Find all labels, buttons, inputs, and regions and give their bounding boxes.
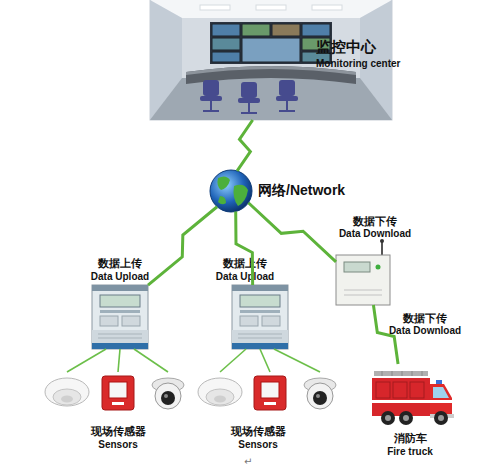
sensor-wire	[260, 349, 270, 372]
truck-label-en: Fire truck	[364, 446, 456, 458]
sensor-wire	[118, 349, 120, 372]
wireless-link	[248, 203, 336, 262]
manual-call-point	[102, 376, 134, 410]
lightning-bolt	[236, 211, 253, 285]
sensor-group: 现场传感器Sensors	[40, 372, 190, 422]
center-title: 监控中心	[316, 38, 376, 55]
upload-label: 数据上传	[74, 257, 166, 270]
fire-truck-drawing	[372, 371, 454, 425]
camera	[304, 378, 336, 409]
upload-label: 数据上传	[199, 257, 291, 270]
alarm-panel: 数据上传Data Upload	[232, 285, 288, 349]
lightning-bolt	[148, 207, 217, 285]
wireless-transmitter: 数据下传Data Download	[336, 255, 390, 305]
download-label-en: Data Download	[379, 325, 471, 337]
globe	[210, 170, 252, 212]
sensor-wire	[67, 349, 106, 372]
monitoring-center: 监控中心Monitoring center	[150, 0, 392, 120]
sensor-wiring	[220, 349, 320, 372]
fire-truck: 消防车Fire truck	[368, 364, 454, 426]
sensor-wire	[274, 349, 320, 372]
truck-label: 消防车	[364, 432, 456, 445]
return-mark: ↵	[244, 456, 252, 468]
upload-label-en: Data Upload	[199, 271, 291, 283]
fire-alarm-panel	[92, 285, 148, 349]
sensor-label: 现场传感器	[72, 425, 164, 438]
wireless-link	[237, 120, 253, 171]
sensor-group: 现场传感器Sensors	[198, 372, 338, 422]
sensor-label-en: Sensors	[72, 439, 164, 451]
fire-alarm-panel	[232, 285, 288, 349]
sensor-wiring	[67, 349, 168, 372]
download-label-en: Data Download	[329, 228, 421, 240]
center-title-en: Monitoring center	[316, 58, 400, 70]
download-label: 数据下传	[329, 215, 421, 228]
upload-label-en: Data Upload	[74, 271, 166, 283]
smoke-detector	[198, 378, 242, 406]
wireless-link	[148, 207, 217, 285]
lightning-bolt	[248, 203, 336, 262]
sensor-label: 现场传感器	[212, 425, 304, 438]
network-label: 网络/Network	[258, 182, 345, 198]
manual-call-point	[254, 376, 286, 410]
sensor-wire	[220, 349, 246, 372]
wireless-transmitter	[336, 239, 390, 305]
smoke-detector	[45, 378, 89, 406]
wireless-link	[236, 211, 253, 285]
lightning-bolt	[237, 120, 253, 171]
download-label: 数据下传	[379, 312, 471, 325]
sensor-wire	[134, 349, 168, 372]
sensor-label-en: Sensors	[212, 439, 304, 451]
network-globe: 网络/Network	[210, 170, 252, 212]
alarm-panel: 数据上传Data Upload	[92, 285, 148, 349]
camera	[152, 378, 184, 409]
